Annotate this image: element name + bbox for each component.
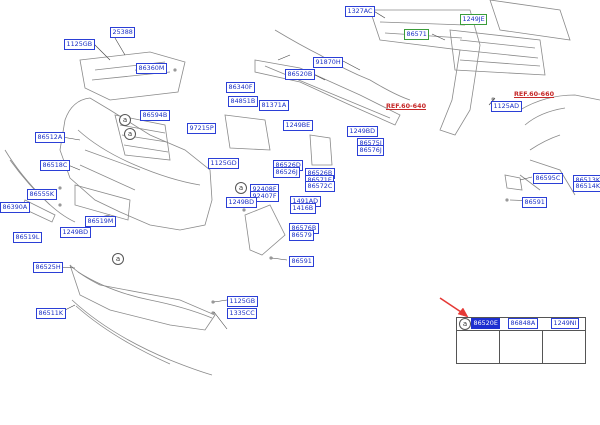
legend-marker: a (459, 318, 471, 330)
part-label[interactable]: 86572C (305, 181, 335, 192)
part-label[interactable]: 91870H (313, 57, 344, 68)
part-label[interactable]: 86514K (573, 181, 600, 192)
part-label[interactable]: 97215P (187, 123, 217, 134)
part-label[interactable]: 1249JE (460, 14, 488, 25)
part-label[interactable]: 1249BD (60, 227, 91, 238)
part-label[interactable]: 86591 (289, 256, 315, 267)
part-label[interactable]: 86526J (273, 167, 301, 178)
part-label[interactable]: 1327AC (345, 6, 375, 17)
legend-part-label[interactable]: 86520E (471, 318, 501, 329)
part-label[interactable]: 1125AD (491, 101, 522, 112)
energy-absorber-upper (79, 51, 186, 101)
side-bracket-right (244, 204, 286, 256)
part-label[interactable]: 25388 (110, 27, 136, 38)
callout-marker: a (119, 114, 131, 126)
part-label[interactable]: 86512A (35, 132, 65, 143)
lower-lip-strip (71, 299, 213, 376)
callout-marker: a (235, 182, 247, 194)
part-label[interactable]: 1125GD (208, 158, 240, 169)
part-label[interactable]: 86519L (13, 232, 42, 243)
part-label[interactable]: 81371A (259, 100, 289, 111)
part-label[interactable]: 86525H (33, 262, 64, 273)
legend-part-label[interactable]: 1249NI (551, 318, 579, 329)
part-label[interactable]: 1249BE (283, 120, 313, 131)
part-label[interactable]: 86360M (136, 63, 167, 74)
part-label[interactable]: 86519M (85, 216, 116, 227)
part-label[interactable]: 86576J (357, 145, 385, 156)
part-label[interactable]: 86571 (404, 29, 430, 40)
fender-liner (519, 94, 600, 151)
part-label[interactable]: 86595C (533, 173, 563, 184)
part-label[interactable]: 86555K (27, 189, 57, 200)
part-label[interactable]: 1249BD (347, 126, 378, 137)
radiator-grille (114, 114, 171, 161)
lower-bumper-skid (69, 264, 216, 331)
part-label[interactable]: 86511K (36, 308, 66, 319)
reference-link[interactable]: REF.60-660 (514, 90, 555, 98)
part-label[interactable]: 84851B (228, 96, 258, 107)
front-bumper-cover (59, 97, 213, 231)
part-label[interactable]: 86340F (226, 82, 256, 93)
part-label[interactable]: 86591 (522, 197, 548, 208)
part-label[interactable]: 92407F (250, 191, 280, 202)
front-end-carrier (369, 9, 481, 136)
part-label[interactable]: 86390A (0, 202, 30, 213)
part-label[interactable]: 1416B (290, 203, 316, 214)
callout-marker: a (124, 128, 136, 140)
part-label[interactable]: 1125GB (64, 39, 95, 50)
part-label[interactable]: 86594B (140, 110, 170, 121)
bumper-beam (254, 59, 401, 126)
part-label[interactable]: 1125GB (227, 296, 258, 307)
wiring-harness (274, 29, 411, 101)
reference-link[interactable]: REF.60-640 (386, 102, 427, 110)
part-label[interactable]: 86520B (285, 69, 315, 80)
part-label[interactable]: 86579 (289, 230, 315, 241)
part-label[interactable]: 1249BD (226, 197, 257, 208)
callout-marker: a (112, 253, 124, 265)
part-label[interactable]: 86518C (40, 160, 70, 171)
legend-part-label[interactable]: 86848A (508, 318, 538, 329)
part-label[interactable]: 1335CC (227, 308, 258, 319)
